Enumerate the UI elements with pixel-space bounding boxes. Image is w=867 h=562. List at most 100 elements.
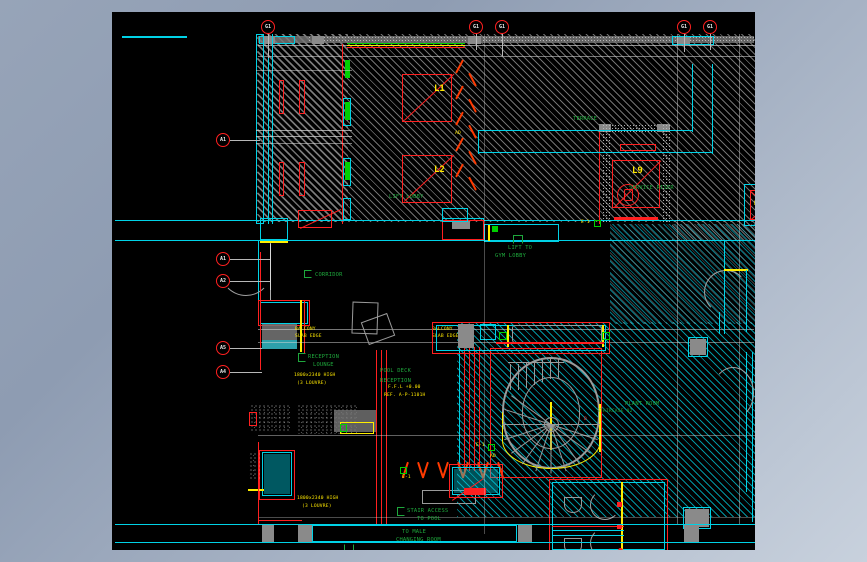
grid-bubble-top-4[interactable]: G1 [677,20,691,34]
annotation-plant-room: PLANT ROOM [625,401,660,407]
dimnote-4: REF. A-P-1101H [384,393,426,398]
left-assembly-red [258,300,310,326]
stair-exit-tag-2: AD [490,454,496,459]
grid-bubble-top-5[interactable]: G1 [703,20,717,34]
duct-trace-v2 [692,64,694,132]
grid-leader-left-3 [230,281,270,282]
duct-label-DW2: DW2 [754,200,755,207]
dimnote-3: F.F.L +0.00 [388,385,421,390]
paving-detail-grn [340,424,347,432]
grid-leader-left-2 [230,259,270,260]
lift-L9-car-circle [617,184,639,206]
left-assembly-band [262,340,297,349]
left-assembly-ylw [300,300,303,352]
lower-left-unit-fill [264,454,290,494]
stair-lobby-ylw-2 [602,325,604,347]
balcony-label-right-2: SLAB EDGE [432,334,459,339]
lift-car-L2 [402,155,452,203]
bottom-band-box [312,525,517,542]
lift-label-L1: L1 [434,84,445,94]
door-tag-1: E-1 [581,220,590,225]
leader-arrow-reception-icon [298,353,306,362]
dimnote-2: (3 LOUVRE) [297,381,327,386]
lift-L9-door-head [620,144,656,151]
duct-box-DW2 [750,190,755,220]
staircase-label: STAIRCASE 02 [597,409,633,414]
right-door-leaf [724,269,748,271]
bottom-band-bot [115,542,755,544]
lift-bank-green-1 [345,60,350,78]
right-edge-line-2 [746,352,748,492]
annotation-stair-access-1: STAIR ACCESS [407,508,449,514]
mid-band-ylw-1 [488,225,490,241]
lift-label-L9: L9 [632,166,643,176]
gridline-top-h2 [258,56,755,57]
bottom-band-top [115,524,755,526]
wc-door-arc-1 [590,490,620,520]
gridline-top-h [258,45,755,46]
leader-arrow-gym-icon [513,235,523,244]
stair-lobby-ylw-1 [507,325,509,347]
lift-bank-boundary-right [342,44,344,224]
grid-bubble-left-2[interactable]: A1 [216,252,230,266]
lift-door-leaf-4 [299,162,305,196]
leader-arrow-stair-icon [397,507,405,516]
door-tag-box-1 [594,220,601,227]
grid-bubble-left-4[interactable]: A5 [216,341,230,355]
riser-left-4 [260,252,262,370]
lift-door-leaf-3 [279,162,284,196]
landing-cyan-box [260,218,288,240]
grid-leader-top-2 [476,34,477,50]
balcony-label-right-1: BALCONY [432,327,453,332]
gridline-a5 [258,329,754,330]
lower-left-unit-red [259,450,295,500]
gridline-lift-c [256,143,352,144]
bottom-col-2 [262,525,274,542]
lift-car-L9 [612,160,660,208]
annotation-pool-deck-1: POOL DECK [380,368,412,374]
stair-lobby-bench [512,325,602,343]
mid-band-hatch [672,221,755,240]
column-top-4 [677,36,690,44]
wc-tag-red-1 [617,502,622,507]
annotation-changing-2: CHANGING ROOM [396,537,441,543]
reference-line-topleft [122,36,187,38]
stair-tread-1 [510,364,511,390]
wall-top-seg-2 [672,36,714,45]
annotation-reception-2: LOUNGE [313,362,334,368]
grid-bubble-left-1[interactable]: A1 [216,133,230,147]
zigzag-tag: AD [455,131,461,136]
wall-top-seg-1 [259,36,295,44]
wc-partition [552,530,624,532]
lift-door-leaf-2 [299,80,305,114]
mid-band-bot-line [115,240,755,242]
grid-bubble-left-5[interactable]: A4 [216,365,230,379]
bottom-red-v [258,442,260,524]
landing-red-box [298,210,332,228]
right-column-mid [690,339,706,355]
wc-partition-2 [552,535,624,537]
stair-lobby-grn-1 [499,332,507,340]
lift-bank-cyan-2 [343,158,351,186]
grid-bubble-left-3[interactable]: A2 [216,274,230,288]
grid-bubble-top-3[interactable]: G1 [495,20,509,34]
grid-bubble-top-2[interactable]: G1 [469,20,483,34]
core-wall-hatch-left [602,124,610,224]
annotation-corridor: CORRIDOR [315,272,343,278]
annotation-lift-gym-2: GYM LOBBY [495,253,527,259]
riser-left-2 [381,350,383,526]
stair-exit-tag: E-1 [476,443,485,448]
wc-partition-red [552,526,624,528]
dimnote-6: (3 LOUVRE) [302,504,332,509]
landing-cyan-box2 [442,208,468,222]
lift-bank-green-3 [345,162,350,180]
cad-drawing-canvas[interactable]: L1 L2 AD L9 [112,12,755,550]
balcony-label-left-2: SLAB EDGE [295,334,322,339]
wc-basin-2 [564,538,582,550]
grid-leader-left-1 [230,140,260,141]
riser-mid-3 [474,347,476,471]
lift-bank-cyan-1 [343,98,351,126]
grid-bubble-top-1[interactable]: G1 [261,20,275,34]
paving-detail-red [249,412,257,426]
duct-trace-h1 [478,152,713,154]
